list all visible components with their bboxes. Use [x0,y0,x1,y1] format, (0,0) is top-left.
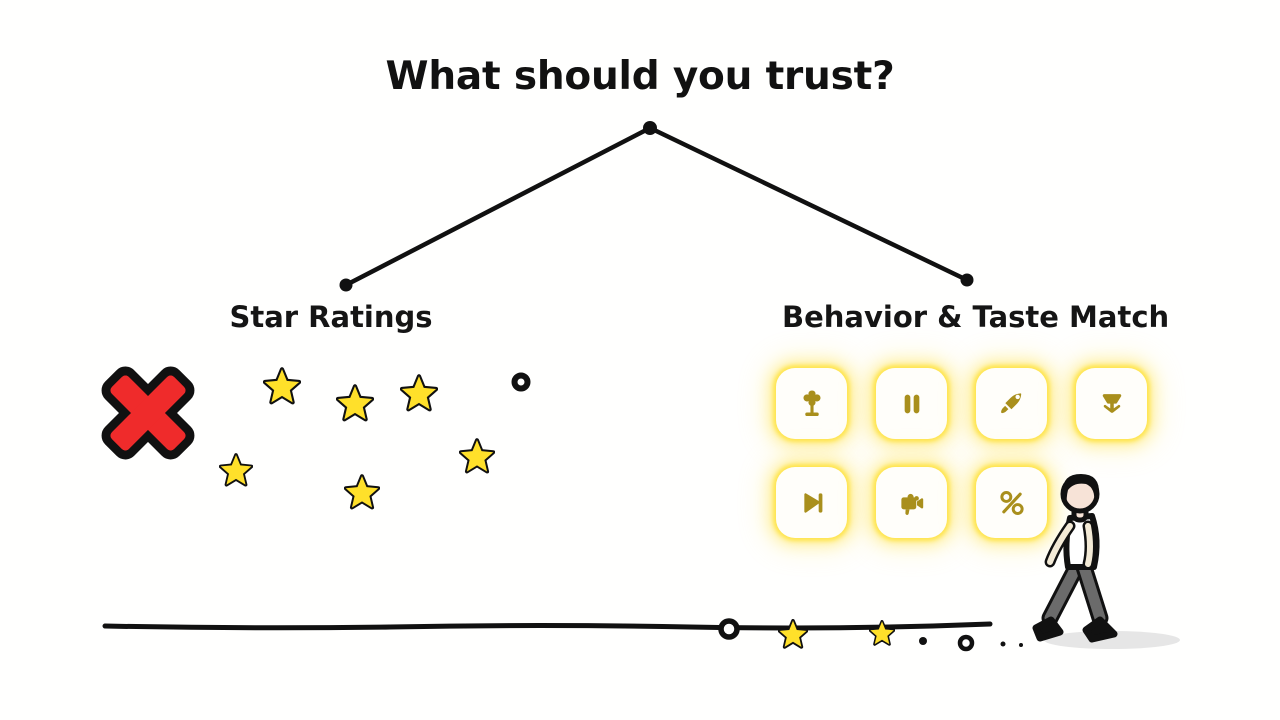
icon-row-1 [776,368,1176,439]
behavior-signal-icon-grid [776,368,1176,566]
icon-row-2 [776,467,1176,538]
trophy-icon [803,390,820,416]
video-camera-icon-card[interactable] [876,467,947,538]
skip-next-icon-card[interactable] [776,467,847,538]
walking-person [1032,474,1180,649]
percent-icon [999,490,1024,515]
red-cross-icon [101,366,195,460]
back-shoe [1032,616,1064,642]
left-branch-node [339,278,353,292]
empty-rating-marker [511,372,531,392]
ground-line [102,621,993,631]
hair [1062,474,1100,506]
pause-icon-card[interactable] [876,368,947,439]
scattered-star-group [219,369,495,510]
apex-node [643,121,657,135]
trophy-icon-card[interactable] [776,368,847,439]
ground-markers [718,618,1023,652]
person-shadow [1044,631,1180,649]
page-title: What should you trust? [385,54,895,99]
percent-icon-card[interactable] [976,467,1047,538]
pin-arrow-icon [1102,393,1121,413]
branch-connectors [339,121,974,292]
right-branch-node [960,273,974,287]
pin-arrow-icon-card[interactable] [1076,368,1147,439]
front-shoe [1082,616,1118,643]
rocket-icon [1000,392,1021,413]
branch-label-behavior-taste-match: Behavior & Taste Match [782,300,1170,334]
skip-next-icon [803,492,822,513]
pause-icon [904,394,919,413]
video-camera-icon [900,493,923,515]
branch-label-star-ratings: Star Ratings [229,300,433,334]
rocket-icon-card[interactable] [976,368,1047,439]
